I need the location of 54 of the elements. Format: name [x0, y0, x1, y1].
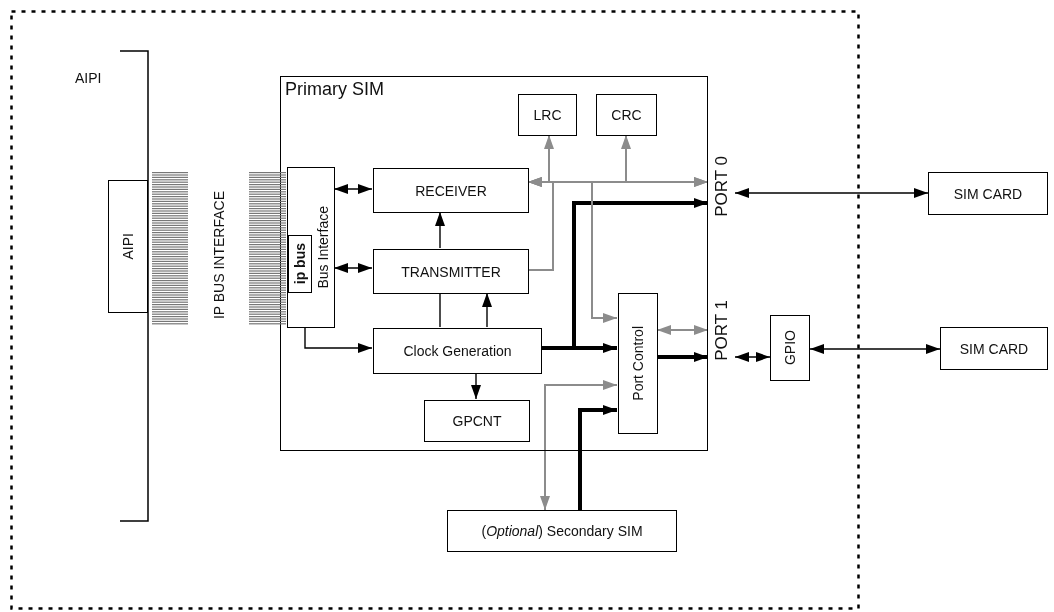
chip-boundary [10, 10, 860, 610]
arrow [809, 344, 941, 354]
block-label: CRC [611, 107, 642, 123]
block-label: SIM CARD [959, 340, 1029, 357]
interface-label: IP BUS INTERFACE [211, 190, 227, 320]
port-label: PORT 0 [708, 138, 735, 234]
block-label: GPIO [782, 330, 798, 366]
block-label: RECEIVER [415, 182, 487, 199]
block-label: AIPI [120, 233, 136, 260]
arrow [734, 352, 771, 362]
block-label: TRANSMITTER [401, 263, 501, 280]
hatched-bus-block [249, 172, 286, 325]
arrow [540, 380, 618, 511]
module-title: Primary SIM [285, 79, 384, 100]
function-block [373, 168, 529, 213]
arrow [541, 198, 708, 350]
arrow [657, 352, 708, 362]
function-block [373, 328, 542, 374]
function-block [596, 94, 657, 136]
function-block [618, 293, 658, 434]
function-block [518, 94, 577, 136]
block-label: (Optional) Secondary SIM [481, 523, 643, 539]
block-label: ip bus [292, 243, 308, 285]
gpio-box [770, 315, 810, 381]
arrow [578, 405, 617, 510]
module-box [280, 76, 708, 451]
arrow [471, 372, 481, 400]
function-block [424, 400, 530, 442]
arrow [333, 184, 373, 194]
card-box [940, 327, 1048, 370]
card-box [928, 172, 1048, 215]
function-block [373, 249, 529, 294]
block-label: Clock Generation [403, 343, 512, 359]
arrow [304, 326, 373, 353]
arrow [527, 177, 709, 187]
block-label: AIPI [75, 70, 102, 86]
block-label: Port Control [630, 326, 646, 401]
block-label: GPCNT [452, 413, 502, 429]
arrow [435, 211, 445, 249]
connector-line [439, 292, 441, 328]
hatched-bus-block [152, 172, 188, 325]
block-label: LRC [533, 107, 562, 123]
interface-box [287, 167, 335, 328]
bus-block [108, 180, 148, 313]
arrow [656, 325, 709, 335]
arrow [734, 188, 929, 198]
sub-block [288, 235, 312, 293]
block-label: Bus Interface [315, 206, 331, 289]
module-box [447, 510, 677, 552]
arrow [527, 181, 618, 323]
arrow [482, 292, 492, 328]
port-label: PORT 1 [708, 282, 735, 378]
block-label: SIM CARD [953, 185, 1023, 202]
arrow [333, 263, 373, 273]
